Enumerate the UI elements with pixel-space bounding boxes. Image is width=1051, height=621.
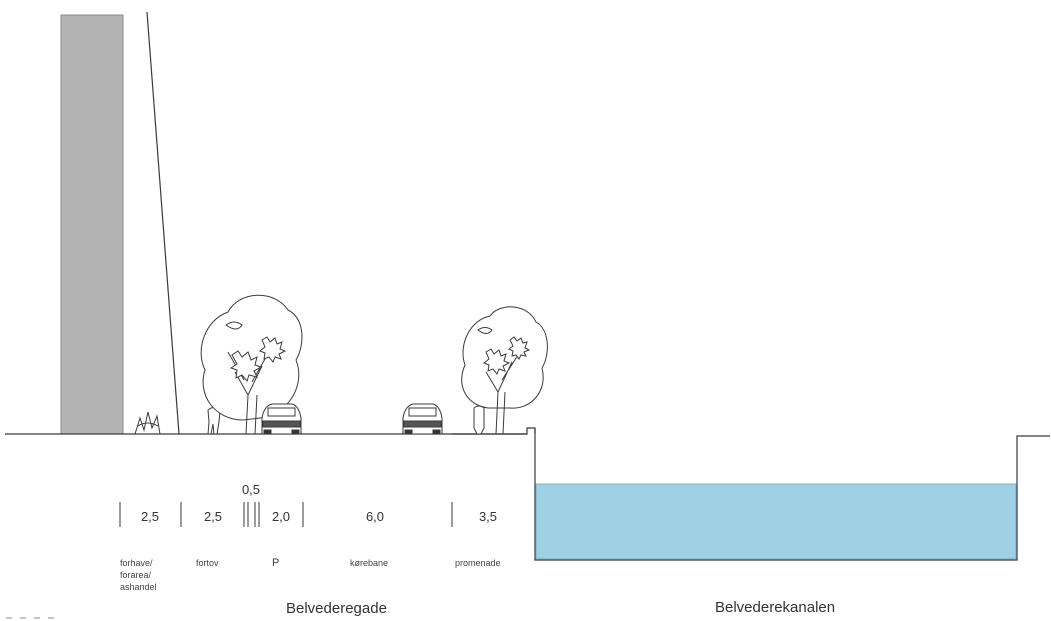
tree-icon <box>461 306 548 435</box>
shrub-icon <box>134 411 161 435</box>
tree-icon <box>200 294 303 435</box>
dim-fortov: 2,5 <box>204 509 222 524</box>
car-icon <box>261 403 302 435</box>
zone-forehave-line2: forarea/ <box>120 570 152 580</box>
sight-line <box>146 11 180 435</box>
dim-promenade: 3,5 <box>479 509 497 524</box>
zone-forehave-line3: ashandel <box>120 582 157 592</box>
car-icon <box>402 403 443 435</box>
canal-outline <box>534 428 1050 561</box>
zone-korebane: kørebane <box>350 558 388 568</box>
zone-parking: P <box>272 557 279 569</box>
building-facade <box>60 14 124 435</box>
dim-parking: 2,0 <box>272 509 290 524</box>
dim-gap: 0,5 <box>242 482 260 497</box>
promenade-curb <box>452 427 536 435</box>
zone-forehave-line1: forhave/ <box>120 558 153 568</box>
canal-water <box>535 483 1017 560</box>
zone-promenade: promenade <box>455 558 501 568</box>
dim-forehave: 2,5 <box>141 509 159 524</box>
zone-fortov: fortov <box>196 558 219 568</box>
dim-korebane: 6,0 <box>366 509 384 524</box>
canal-name: Belvederekanalen <box>715 599 835 616</box>
street-name: Belvederegade <box>286 600 387 617</box>
dimension-ticks <box>119 502 453 527</box>
